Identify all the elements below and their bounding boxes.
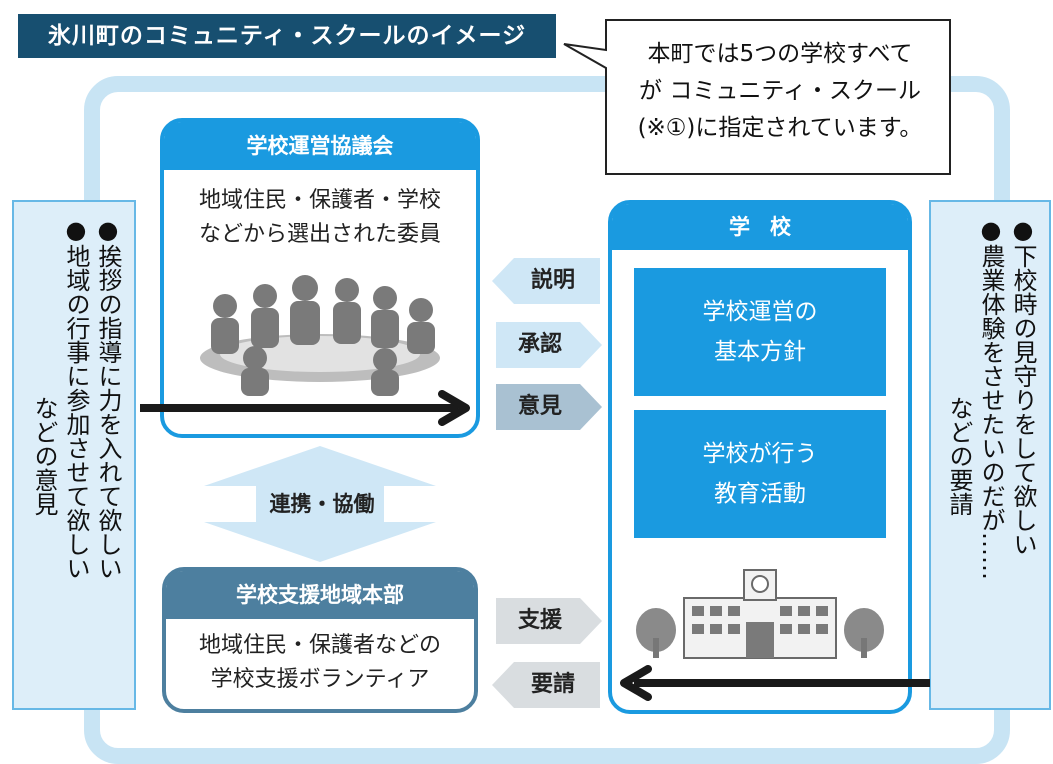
school-support-hq-box: 学校支援地域本部 地域住民・保護者などの 学校支援ボランティア	[162, 567, 478, 713]
activities-card-line-1: 学校が行う	[702, 441, 818, 467]
left-panel-line-1: ●挨拶の指導に力を入れて欲しい	[94, 216, 122, 580]
callout-line-2: が コミュニティ・スクール	[639, 78, 921, 104]
school-policy-card: 学校運営の 基本方針	[634, 268, 886, 396]
callout-bubble	[563, 19, 951, 175]
support-hq-body-line-2: 学校支援ボランティア	[210, 667, 430, 692]
request-arrow-shape	[492, 662, 600, 708]
left-opinion-panel: ●挨拶の指導に力を入れて欲しい ●地域の行事に参加させて欲しい などの意見	[12, 200, 136, 710]
activities-card-line-2: 教育活動	[714, 481, 806, 507]
council-body-line-1: 地域住民・保護者・学校	[198, 188, 441, 213]
partnership-double-arrow	[204, 446, 436, 562]
right-request-panel: ●下校時の見守りをして欲しい ●農業体験をさせたいのだが…… などの要請	[929, 200, 1051, 710]
right-panel-line-2: ●農業体験をさせたいのだが……	[977, 216, 1005, 580]
callout-line-3: (※①)に指定されています。	[637, 115, 923, 141]
left-panel-line-2: ●地域の行事に参加させて欲しい	[62, 216, 90, 580]
council-body-line-2: などから選出された委員	[198, 222, 441, 247]
request-label: 要請	[530, 672, 575, 697]
opinion-arrow-shape	[496, 384, 602, 430]
callout-text: 本町では5つの学校すべて が コミュニティ・スクール (※①)に指定されています…	[620, 36, 940, 147]
callout-line-1: 本町では5つの学校すべて	[647, 41, 913, 67]
support-hq-body-line-1: 地域住民・保護者などの	[198, 633, 441, 658]
school-title: 学校	[612, 204, 908, 250]
opinion-arrow-line	[140, 390, 470, 426]
council-title: 学校運営協議会	[164, 122, 476, 170]
explain-arrow-shape	[492, 258, 600, 304]
explain-label: 説明	[530, 268, 575, 293]
left-panel-tail: などの意見	[30, 396, 58, 516]
partnership-label: 連携・協働	[269, 492, 375, 516]
opinion-label: 意見	[517, 394, 562, 419]
right-panel-line-1: ●下校時の見守りをして欲しい	[1009, 216, 1037, 556]
support-arrow-shape	[496, 598, 602, 644]
policy-card-line-1: 学校運営の	[702, 299, 818, 325]
school-building-icon	[636, 569, 884, 659]
right-panel-tail: などの要請	[945, 396, 973, 516]
page-title: 氷川町のコミュニティ・スクールのイメージ	[18, 14, 556, 58]
meeting-people-illustration	[200, 275, 440, 396]
school-activities-card: 学校が行う 教育活動	[634, 410, 886, 538]
school-box: 学校 学校運営の 基本方針 学校が行う 教育活動	[608, 200, 912, 714]
policy-card-line-2: 基本方針	[714, 339, 806, 365]
approve-arrow-shape	[496, 322, 602, 368]
request-arrow-line	[620, 665, 930, 701]
approve-label: 承認	[517, 332, 562, 357]
support-hq-title: 学校支援地域本部	[166, 571, 474, 619]
school-council-box: 学校運営協議会 地域住民・保護者・学校 などから選出された委員	[160, 118, 480, 438]
support-label: 支援	[517, 608, 562, 633]
